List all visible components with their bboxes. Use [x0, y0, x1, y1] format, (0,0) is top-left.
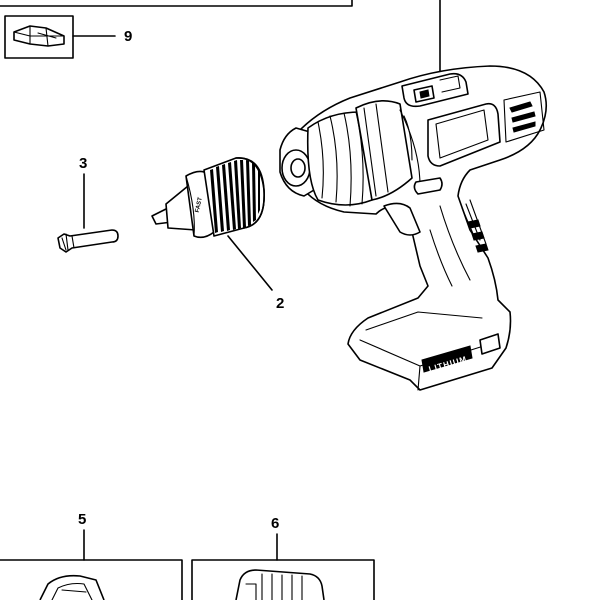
- part-number-6: 6: [271, 515, 279, 532]
- part-2-leader: [227, 235, 273, 291]
- top-frame: [0, 0, 353, 7]
- part-5-battery-box: [0, 559, 183, 600]
- part-number-2: 2: [276, 295, 284, 312]
- part-6-charger-box: [191, 559, 375, 600]
- part-2-chuck: FAST: [151, 157, 265, 239]
- part-number-3: 3: [79, 155, 87, 172]
- part-number-9: 9: [124, 28, 132, 45]
- part-number-1: 1: [434, 0, 442, 2]
- part-3-screw: [57, 229, 119, 253]
- part-9-clip-box: [4, 15, 116, 59]
- part-number-5: 5: [78, 511, 86, 528]
- part-1-drill-body: LITHIUM: [279, 65, 548, 391]
- part-9-clip: [13, 25, 65, 47]
- svg-text:FAST: FAST: [195, 197, 204, 214]
